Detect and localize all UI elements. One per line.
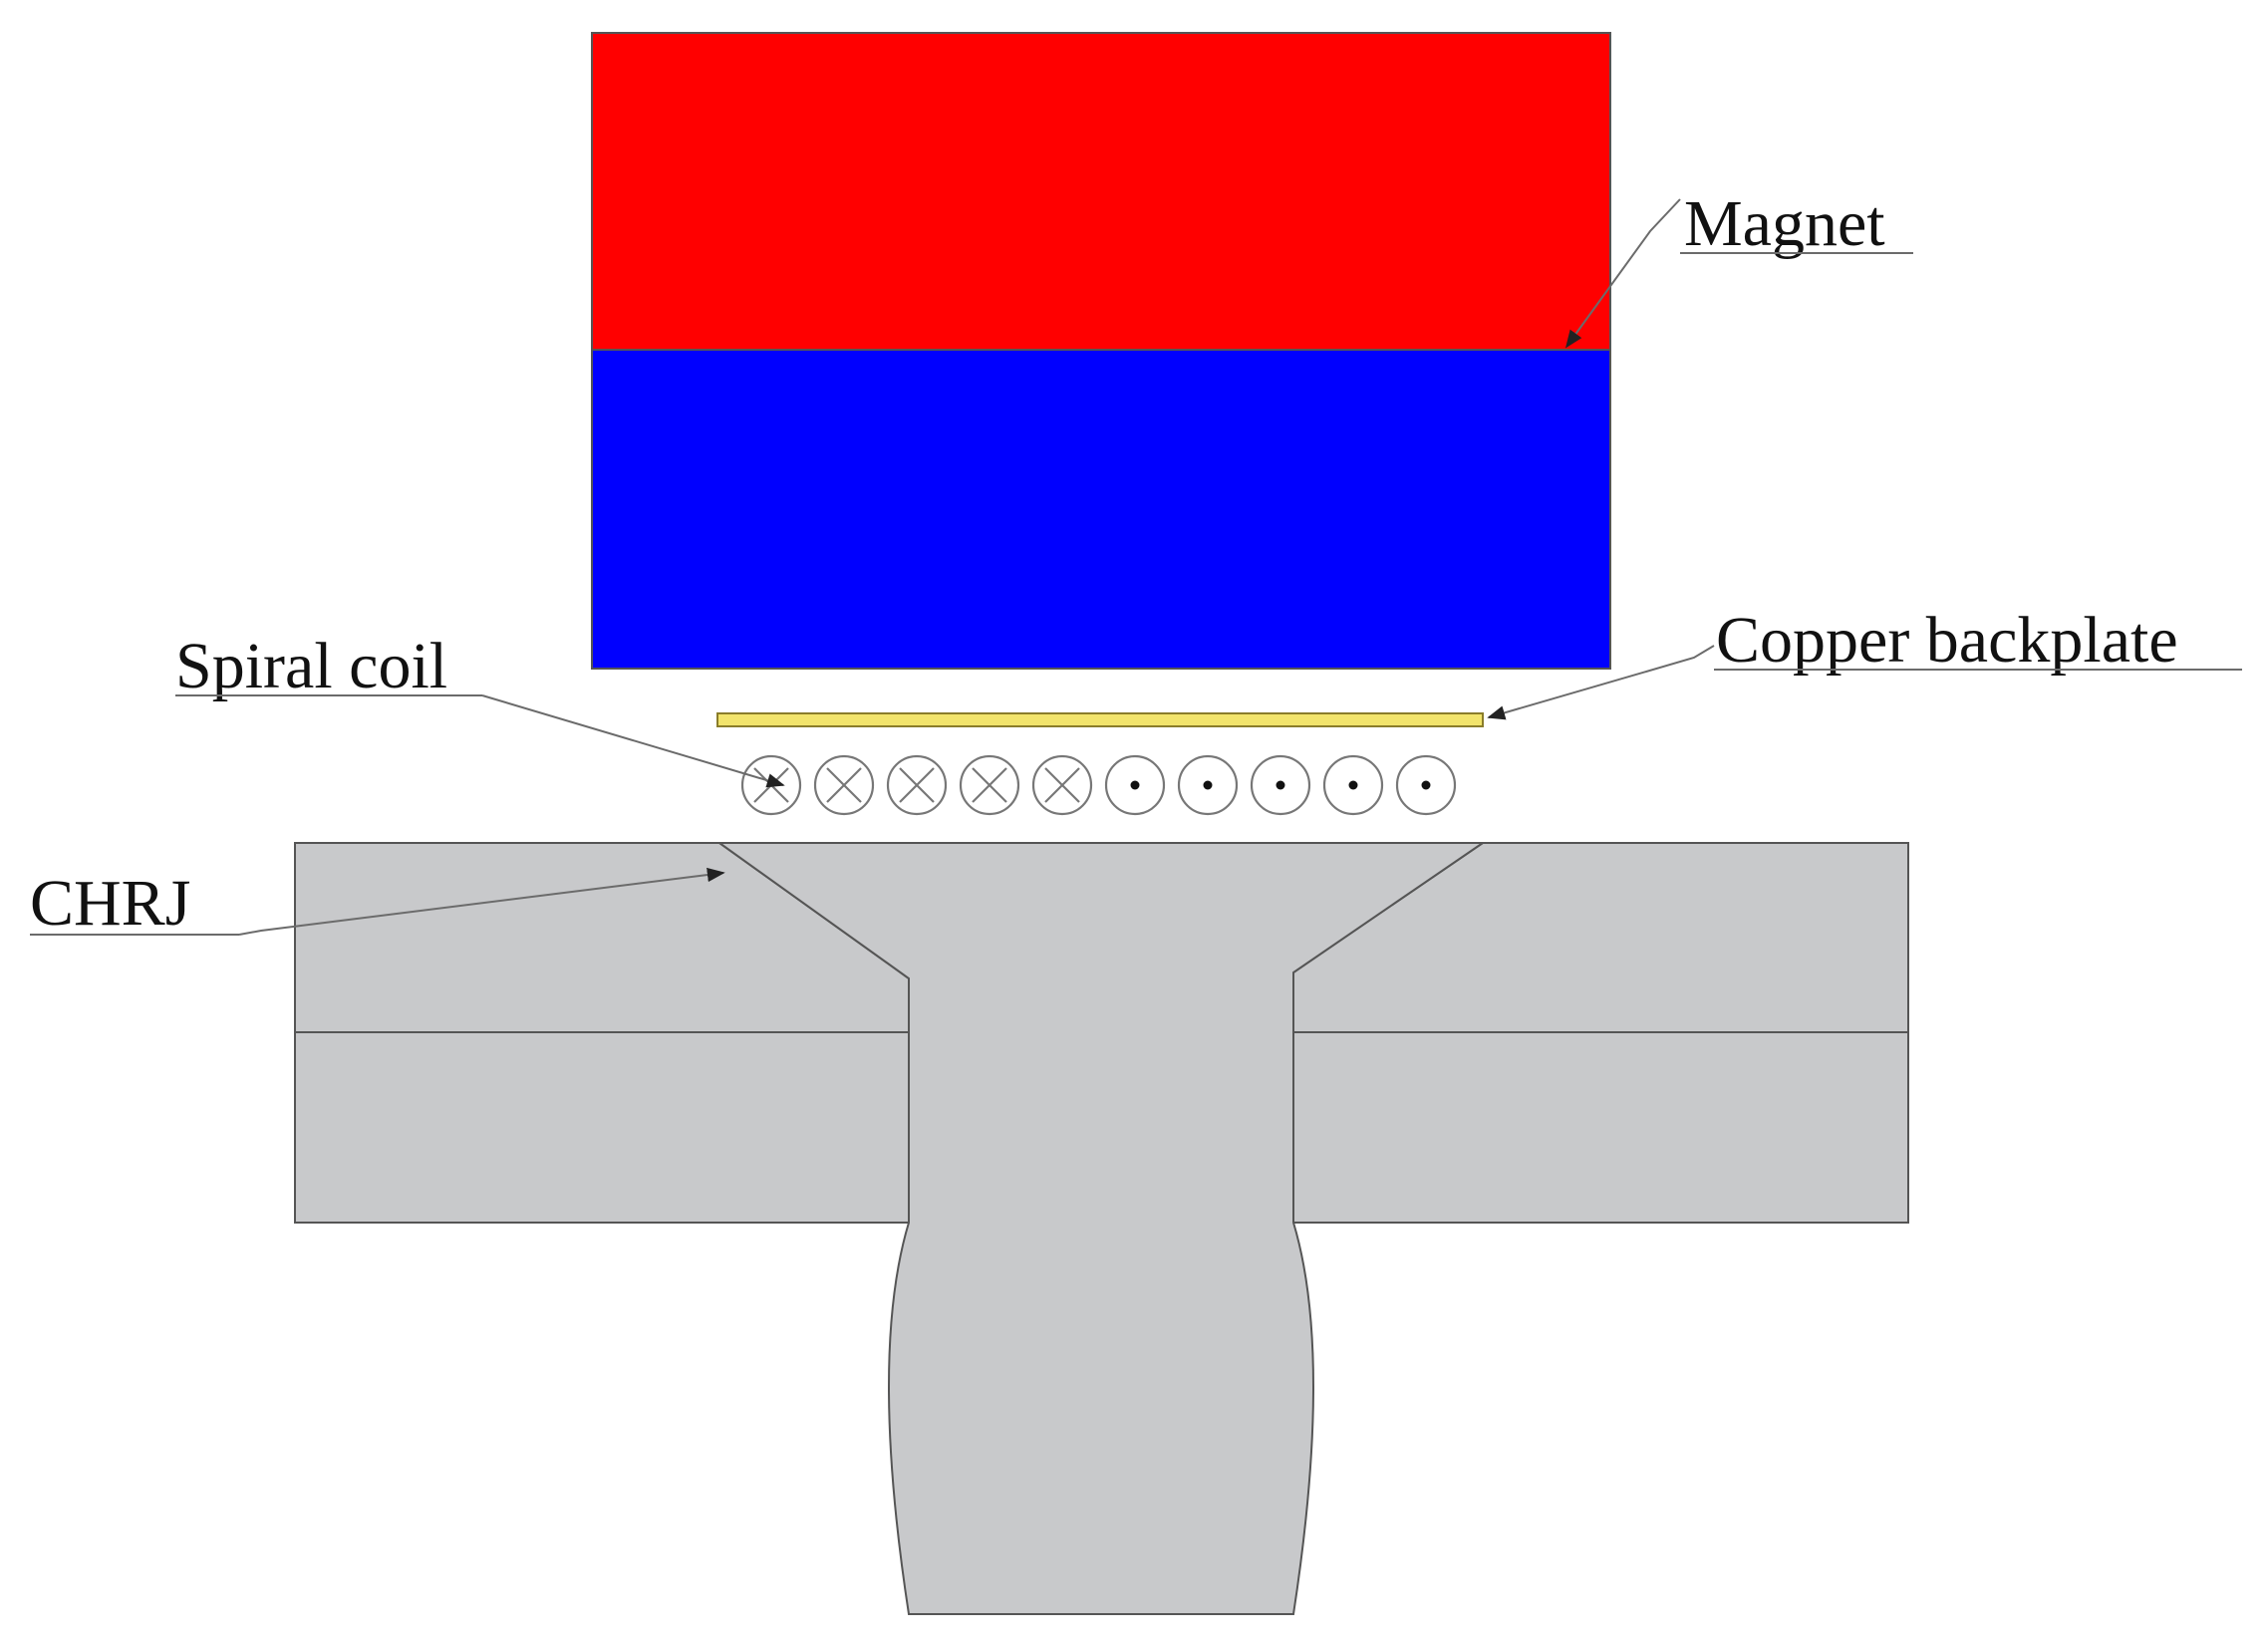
coil-turn-current-into-page [959,754,1020,816]
cross-icon [899,767,935,803]
coil-turn-current-into-page [1031,754,1093,816]
dot-icon [1130,780,1140,790]
coil-turn-current-out-of-page [1395,754,1457,816]
magnet-north-pole [591,32,1611,351]
magnet-leader-line [1564,198,1681,349]
magnet-south-pole [591,349,1611,670]
coil-turn-current-out-of-page [1322,754,1384,816]
dot-icon [1203,780,1213,790]
coil-turn-current-out-of-page [1104,754,1166,816]
chrj-label: CHRJ [30,867,190,940]
coil-turn-current-out-of-page [1177,754,1239,816]
spiral-coil [740,754,1457,816]
cross-icon [972,767,1007,803]
magnet [591,32,1611,670]
cross-icon [826,767,862,803]
spiral-coil-label: Spiral coil [175,630,447,702]
dot-icon [1276,780,1285,790]
copper-backplate [716,712,1484,727]
dot-icon [1421,780,1431,790]
lower-plate-left [294,1031,910,1224]
coil-turn-current-into-page [886,754,948,816]
coil-turn-current-out-of-page [1250,754,1311,816]
dot-icon [1348,780,1358,790]
coil-turn-current-into-page [740,754,802,816]
coil-turn-current-into-page [813,754,875,816]
cross-icon [1044,767,1080,803]
copper-backplate-label: Copper backplate [1716,604,2178,677]
chrj-leader-line [238,867,725,936]
rivet [715,842,1487,1615]
spiral-coil-leader-line [481,694,785,788]
magnet-label: Magnet [1684,187,1885,260]
lower-plate-right [1292,1031,1909,1224]
copper-backplate-leader-line [1487,645,1715,720]
